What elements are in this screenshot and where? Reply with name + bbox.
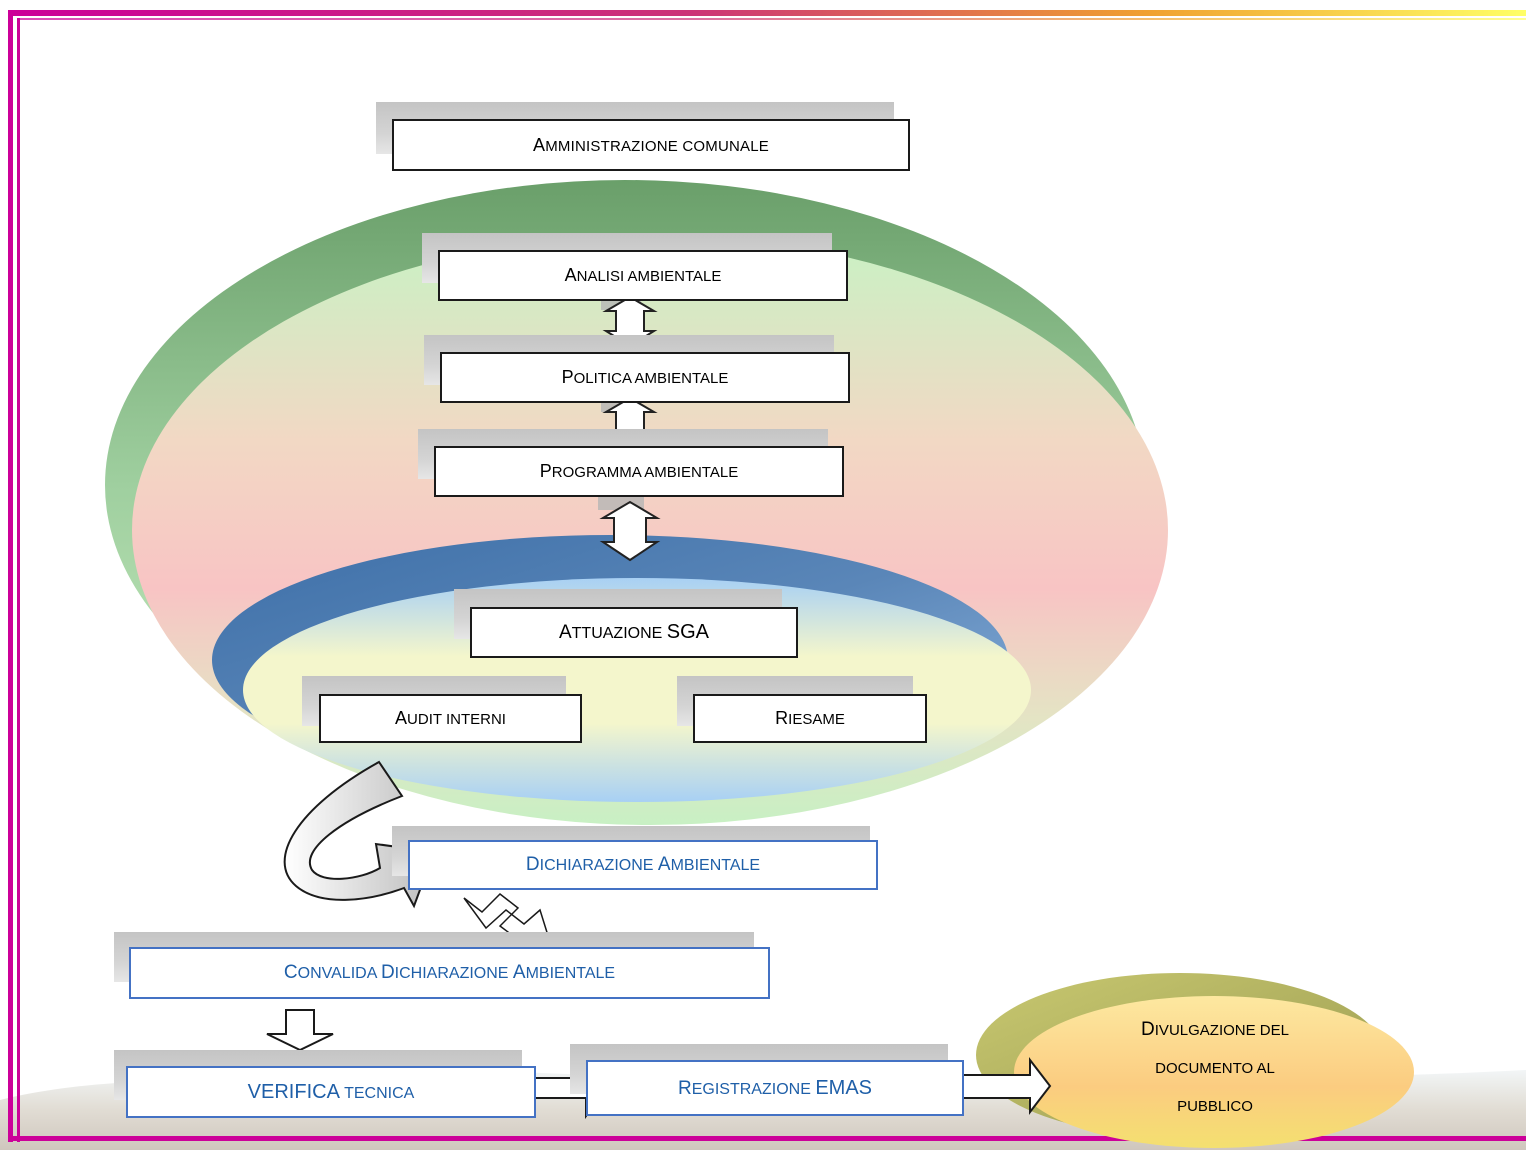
label-initial: D <box>525 854 540 875</box>
box-programma-ambientale: Programma ambientale <box>434 446 844 497</box>
label-initial: A <box>395 708 408 728</box>
frame-bottom <box>8 1136 1526 1141</box>
label-initial: C <box>283 962 298 983</box>
label-rest: tecnica <box>339 1084 415 1102</box>
label-rest: iesame <box>788 711 845 728</box>
label-rest-2: ichiarazione <box>394 965 513 982</box>
frame-top <box>8 10 1526 16</box>
divulgazione-oval <box>976 973 1414 1148</box>
box-analisi-ambientale: Analisi ambientale <box>438 250 848 301</box>
label-rest: onvalida <box>297 965 381 982</box>
divulgazione-line-1: Divulgazione del <box>1080 1011 1350 1050</box>
label-initial: P <box>539 461 552 481</box>
box-verifica-tecnica: VERIFICA tecnica <box>126 1066 536 1118</box>
label-rest: ichiarazione <box>539 857 658 874</box>
box-amministrazione-comunale: Amministrazione comunale <box>392 119 910 171</box>
box-registrazione-emas: Registrazione EMAS <box>586 1060 964 1116</box>
label-initial-3: A <box>512 962 526 983</box>
label-rest: nalisi ambientale <box>576 268 722 285</box>
divulgazione-line-2: documento al <box>1155 1060 1275 1077</box>
label-initial: R <box>678 1077 692 1099</box>
label-rest-2: mbientale <box>670 857 761 874</box>
label-initial: D <box>1141 1019 1155 1040</box>
label-initial: R <box>775 708 789 728</box>
box-politica-ambientale: Politica ambientale <box>440 352 850 403</box>
label-initial: A <box>564 265 577 285</box>
label-initial-2: D <box>380 962 395 983</box>
label-rest: udit interni <box>407 711 506 728</box>
frame-left <box>8 10 13 1142</box>
label-rest: mministrazione comunale <box>545 137 769 155</box>
divulgazione-line-3: pubblico <box>1177 1098 1253 1115</box>
box-convalida-dichiarazione-ambientale: Convalida Dichiarazione Ambientale <box>129 947 770 999</box>
frame-top-inner <box>17 18 1526 20</box>
label-tail: SGA <box>666 621 710 643</box>
right-arrow-2 <box>957 1057 1052 1115</box>
label-initial: A <box>558 622 572 643</box>
label-initial: VERIFICA <box>247 1080 340 1103</box>
label-initial-2: A <box>657 854 671 875</box>
label-initial: P <box>561 367 574 387</box>
box-audit-interni: Audit interni <box>319 694 582 743</box>
box-dichiarazione-ambientale: Dichiarazione Ambientale <box>408 840 878 890</box>
label-rest: olitica ambientale <box>573 370 729 387</box>
label-initial: A <box>533 134 546 155</box>
divulgazione-text: Divulgazione del documento al pubblico <box>1080 1011 1350 1126</box>
frame-left-inner <box>17 18 20 1142</box>
label-tail: EMAS <box>815 1076 872 1099</box>
box-riesame: Riesame <box>693 694 927 743</box>
label-rest-3: mbientale <box>525 965 616 982</box>
label-rest: egistrazione <box>691 1080 816 1098</box>
label-rest: ivulgazione del <box>1154 1022 1289 1039</box>
label-rest: rogramma ambientale <box>551 464 739 481</box>
box-attuazione-sga: Attuazione SGA <box>470 607 798 658</box>
label-rest: ttuazione <box>571 625 667 642</box>
down-arrow <box>266 1009 334 1052</box>
